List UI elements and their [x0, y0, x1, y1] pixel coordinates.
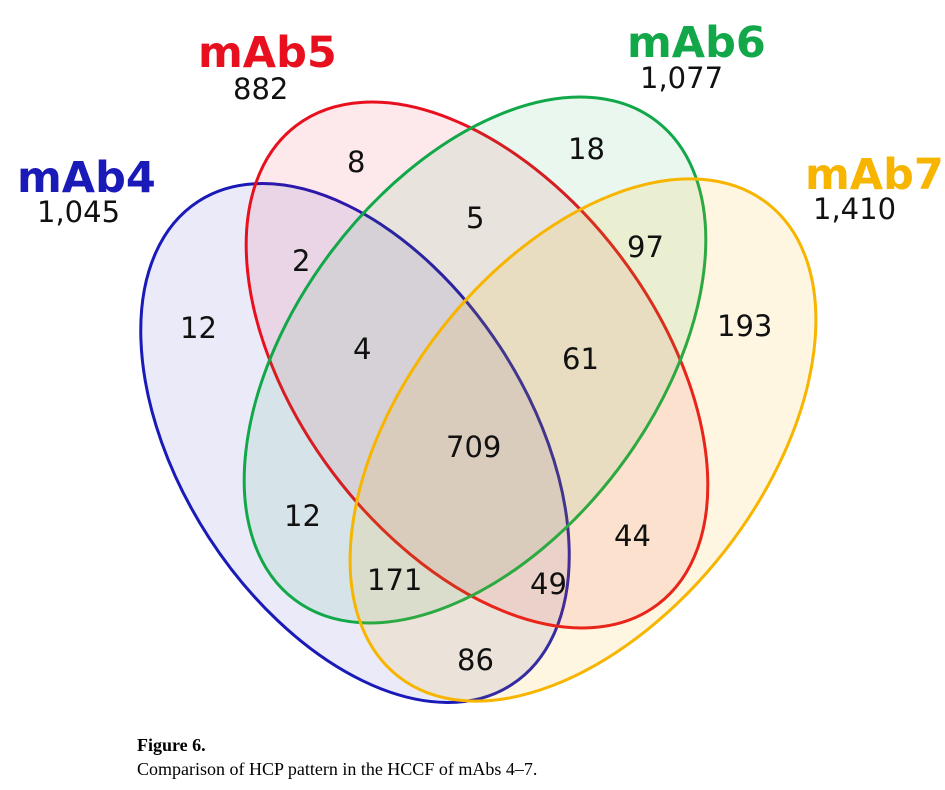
mab4-label: mAb4: [17, 153, 156, 203]
mab6-count: 1,077: [640, 61, 723, 95]
mab7-label: mAb7: [805, 150, 944, 200]
figure-caption-text: Comparison of HCP pattern in the HCCF of…: [137, 759, 538, 779]
region-mab4-mab6: 12: [284, 499, 321, 533]
figure-caption: Figure 6. Comparison of HCP pattern in t…: [137, 733, 917, 781]
region-mab4-mab5: 2: [292, 244, 310, 278]
mab7-ellipse: [348, 177, 818, 703]
region-only-mab6: 18: [568, 132, 605, 166]
mab7-count: 1,410: [813, 192, 896, 226]
region-mab4-mab6-mab7: 171: [367, 563, 422, 597]
venn-diagram: mAb4 1,045 mAb5 882 mAb6 1,077 mAb7 1,41…: [17, 18, 944, 704]
region-mab5-mab7: 44: [614, 519, 651, 553]
region-mab4-mab5-mab6: 4: [353, 332, 371, 366]
figure-label: Figure 6.: [137, 735, 206, 755]
region-mab6-mab7: 97: [627, 230, 664, 264]
region-only-mab5: 8: [347, 145, 365, 179]
region-mab4-mab5-mab7: 49: [530, 567, 567, 601]
mab6-label: mAb6: [627, 18, 766, 68]
region-only-mab4: 12: [180, 311, 217, 345]
mab4-ellipse: [139, 182, 571, 704]
region-mab5-mab6: 5: [466, 201, 484, 235]
mab4-count: 1,045: [37, 195, 120, 229]
region-all-four: 709: [446, 430, 501, 464]
region-only-mab7: 193: [717, 309, 772, 343]
mab5-label: mAb5: [198, 28, 337, 78]
region-mab4-mab7: 86: [457, 643, 494, 677]
region-mab5-mab6-mab7: 61: [562, 342, 599, 376]
mab5-ellipse: [244, 100, 710, 630]
mab5-count: 882: [233, 72, 288, 106]
